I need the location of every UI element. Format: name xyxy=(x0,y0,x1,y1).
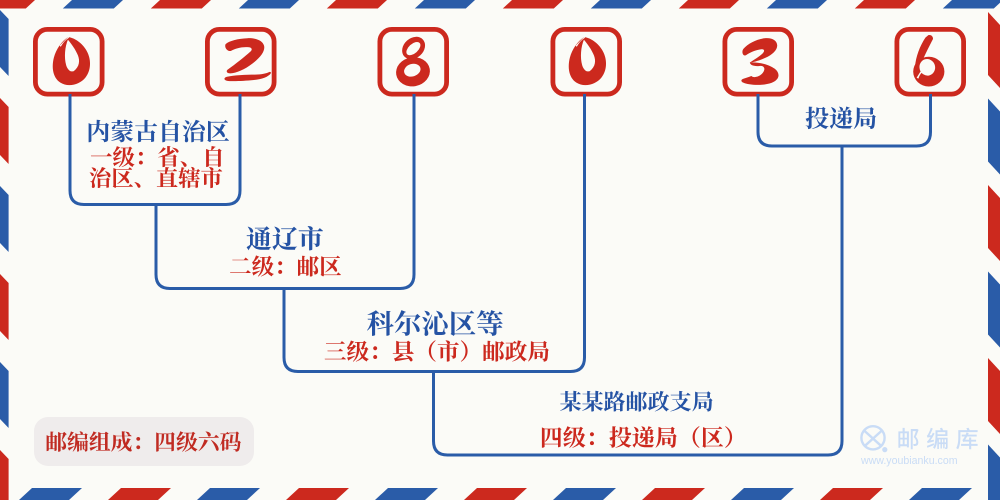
svg-text:www.youbianku.com: www.youbianku.com xyxy=(860,455,958,467)
